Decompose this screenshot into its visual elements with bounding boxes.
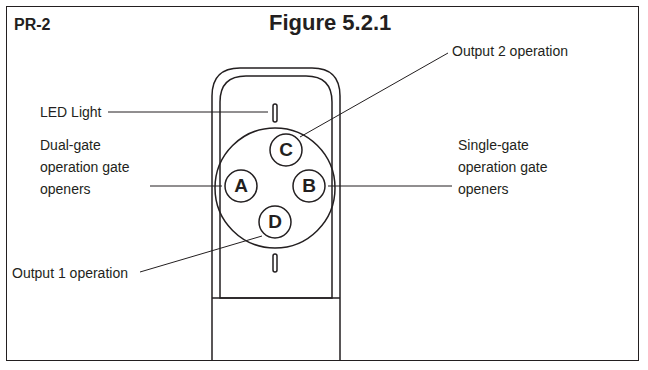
bottom-slit — [273, 254, 277, 272]
led-slit — [273, 104, 277, 122]
button-letter: B — [302, 175, 316, 197]
model-label: PR-2 — [14, 14, 50, 36]
callout-label: LED Light — [40, 101, 101, 123]
leader-line — [328, 186, 452, 187]
button-letters: D — [258, 205, 292, 239]
figure-title: Figure 5.2.1 — [269, 10, 391, 36]
button-circle: A — [224, 169, 258, 203]
button-letter: A — [234, 175, 248, 197]
button-ring — [215, 128, 335, 248]
button-circle: B — [292, 169, 326, 203]
button-letters: A — [224, 169, 258, 203]
leader-line — [108, 112, 268, 113]
leader-line — [150, 186, 222, 187]
button-letters: B — [292, 169, 326, 203]
remote-seam — [212, 297, 340, 299]
leader-line — [300, 53, 448, 137]
button-letters: C — [269, 133, 303, 167]
remote-face — [220, 76, 332, 298]
button-letter: C — [279, 139, 293, 161]
callout-label: Dual-gate operation gate openers — [40, 134, 130, 200]
callout-label: Single-gate operation gate openers — [458, 134, 548, 200]
callout-label: Output 1 operation — [12, 262, 128, 284]
button-letter: D — [268, 211, 282, 233]
button-circle: C — [269, 133, 303, 167]
leader-line — [140, 236, 262, 272]
button-circle: D — [258, 205, 292, 239]
callout-label: Output 2 operation — [452, 40, 568, 62]
